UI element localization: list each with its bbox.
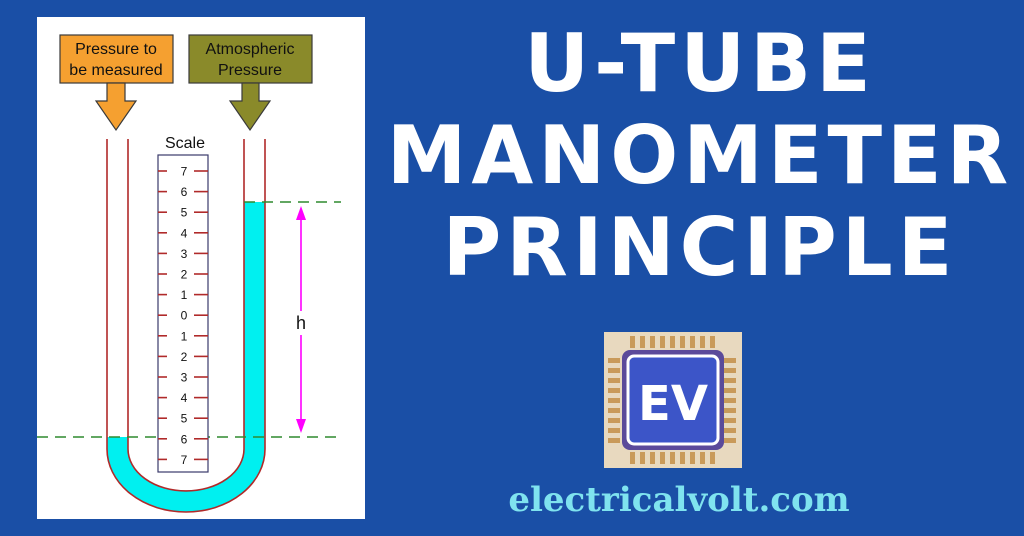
pressure-measured-label-1: Pressure to (75, 41, 157, 58)
title-line-2: MANOMETER (386, 109, 1014, 202)
chip-pin (670, 336, 675, 348)
chip-pin (608, 418, 620, 423)
website-url[interactable]: electricalvolt.com (508, 480, 850, 520)
height-arrow: h (289, 206, 313, 433)
manometer-diagram: Pressure to be measured Atmospheric Pres… (37, 17, 365, 519)
chip-pin (724, 418, 736, 423)
chip-pin (710, 452, 715, 464)
chip-icon: EV (604, 332, 742, 468)
chip-pin (690, 336, 695, 348)
chip-pin (690, 452, 695, 464)
height-label: h (296, 313, 306, 333)
chip-pin (724, 398, 736, 403)
chip-pin (630, 452, 635, 464)
scale-tick-label: 1 (181, 288, 188, 302)
chip-pin (608, 388, 620, 393)
scale-box (157, 154, 209, 473)
chip-pin (680, 336, 685, 348)
chip-pin (724, 358, 736, 363)
pressure-measured-label-2: be measured (69, 62, 162, 79)
chip-pin (670, 452, 675, 464)
chip-pin (710, 336, 715, 348)
scale-title: Scale (165, 135, 205, 152)
chip-pin (650, 452, 655, 464)
logo-text: EV (638, 376, 708, 432)
chip-pin (724, 428, 736, 433)
title-line-3: PRINCIPLE (442, 201, 958, 294)
scale: Scale 7 6 5 4 3 2 1 0 1 2 3 4 5 6 7 (157, 135, 209, 473)
chip-pin (608, 408, 620, 413)
scale-tick-label: 1 (181, 329, 188, 343)
chip-pin (650, 336, 655, 348)
title-block: U-TUBE MANOMETER PRINCIPLE (380, 18, 1020, 294)
scale-tick-label: 0 (181, 309, 188, 323)
scale-tick-label: 4 (181, 226, 188, 240)
scale-tick-label: 6 (181, 185, 188, 199)
scale-tick-label: 7 (181, 165, 188, 179)
u-tube (106, 139, 266, 513)
scale-tick-label: 2 (181, 350, 188, 364)
atmospheric-label-1: Atmospheric (206, 41, 295, 58)
scale-tick-label: 5 (181, 412, 188, 426)
chip-pin (640, 452, 645, 464)
manometer-fluid (107, 202, 265, 512)
scale-tick-label: 4 (181, 391, 188, 405)
chip-pin (608, 398, 620, 403)
scale-tick-label: 5 (181, 206, 188, 220)
chip-pin (724, 408, 736, 413)
chip-pin (608, 428, 620, 433)
chip-pin (724, 378, 736, 383)
chip-pin (608, 438, 620, 443)
chip-pin (724, 388, 736, 393)
chip-pin (660, 452, 665, 464)
chip-pin (608, 368, 620, 373)
chip-pin (700, 452, 705, 464)
chip-pin (700, 336, 705, 348)
ev-logo: EV (604, 332, 742, 468)
chip-pin (608, 358, 620, 363)
scale-tick-label: 2 (181, 268, 188, 282)
scale-ticks: 7 6 5 4 3 2 1 0 1 2 3 4 5 6 7 (158, 165, 208, 467)
atmospheric-pressure-callout: Atmospheric Pressure (188, 34, 313, 132)
scale-tick-label: 6 (181, 432, 188, 446)
chip-pin (630, 336, 635, 348)
scale-tick-label: 3 (181, 371, 188, 385)
chip-pin (608, 378, 620, 383)
scale-tick-label: 7 (181, 453, 188, 467)
atmospheric-label-2: Pressure (218, 62, 282, 79)
manometer-svg: Pressure to be measured Atmospheric Pres… (37, 34, 341, 513)
chip-pin (680, 452, 685, 464)
chip-pin (724, 438, 736, 443)
chip-pin (640, 336, 645, 348)
pressure-measured-callout: Pressure to be measured (59, 34, 174, 132)
scale-tick-label: 3 (181, 247, 188, 261)
title-line-1: U-TUBE (524, 17, 876, 110)
chip-pin (660, 336, 665, 348)
chip-pin (724, 368, 736, 373)
